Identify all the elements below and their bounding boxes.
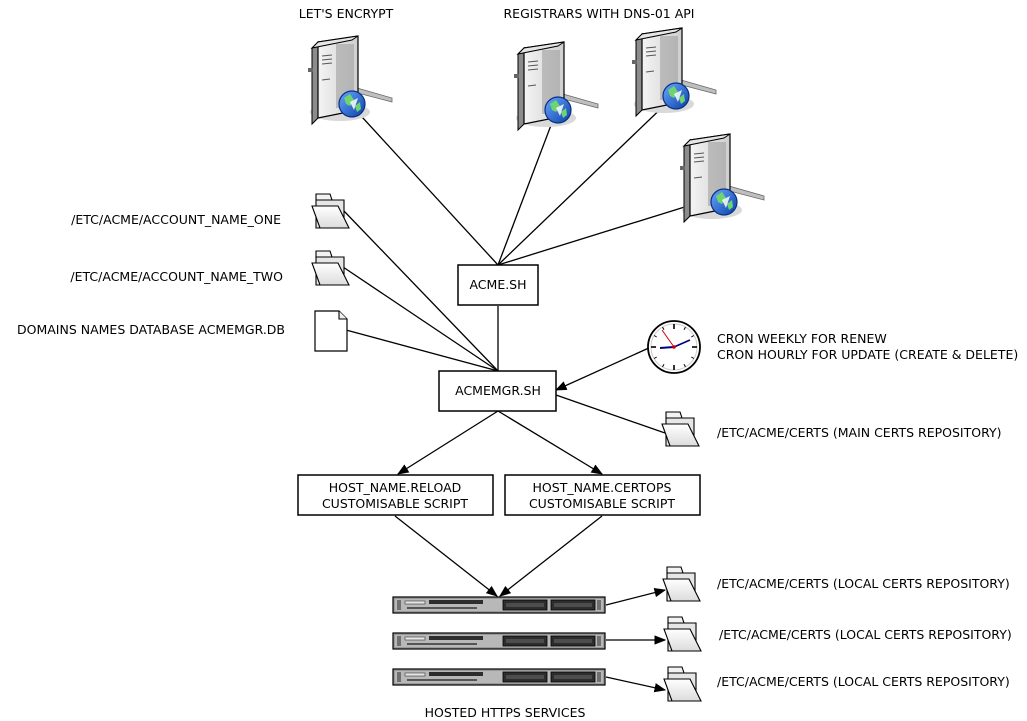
acme-sh-label: ACME.SH [469, 277, 526, 292]
acmemgr-sh-box: ACMEMGR.SH [438, 370, 557, 412]
registrars-label: REGISTRARS WITH DNS-01 API [504, 6, 695, 21]
database-document-icon [314, 310, 348, 352]
local-certs-folder-1-icon [662, 566, 701, 602]
lets-encrypt-server-icon [307, 35, 393, 125]
rack-server-1-icon [392, 596, 606, 614]
account-two-folder-icon [311, 250, 350, 286]
cron-hourly-label: CRON HOURLY FOR UPDATE (CREATE & DELETE) [717, 347, 1018, 362]
local-certs-label-3: /ETC/ACME/CERTS (LOCAL CERTS REPOSITORY) [717, 674, 1010, 689]
hosted-services-label: HOSTED HTTPS SERVICES [425, 705, 586, 720]
reload-script-subtitle: CUSTOMISABLE SCRIPT [322, 496, 468, 511]
cron-weekly-label: CRON WEEKLY FOR RENEW [717, 331, 887, 346]
acmemgr-sh-label: ACMEMGR.SH [455, 383, 541, 398]
registrar-server-1-icon [513, 41, 599, 131]
registrar-server-3-icon [679, 133, 765, 223]
domains-db-label: DOMAINS NAMES DATABASE ACMEMGR.DB [17, 322, 285, 337]
connection-lines [342, 97, 721, 693]
account-one-label: /ETC/ACME/ACCOUNT_NAME_ONE [71, 212, 281, 227]
host-certops-script-box: HOST_NAME.CERTOPS CUSTOMISABLE SCRIPT [504, 474, 701, 516]
main-certs-label: /ETC/ACME/CERTS (MAIN CERTS REPOSITORY) [717, 425, 1001, 440]
account-one-folder-icon [311, 193, 350, 229]
local-certs-label-1: /ETC/ACME/CERTS (LOCAL CERTS REPOSITORY) [717, 576, 1010, 591]
reload-script-title: HOST_NAME.RELOAD [329, 480, 462, 495]
local-certs-folder-2-icon [663, 616, 702, 652]
registrar-server-2-icon [631, 27, 717, 117]
rack-server-2-icon [392, 632, 606, 650]
certops-script-subtitle: CUSTOMISABLE SCRIPT [529, 496, 675, 511]
account-two-label: /ETC/ACME/ACCOUNT_NAME_TWO [70, 269, 283, 284]
lets-encrypt-label: LET'S ENCRYPT [299, 6, 394, 21]
clock-icon [647, 320, 701, 374]
certops-script-title: HOST_NAME.CERTOPS [533, 480, 672, 495]
host-reload-script-box: HOST_NAME.RELOAD CUSTOMISABLE SCRIPT [297, 474, 494, 516]
acme-sh-box: ACME.SH [457, 264, 539, 306]
main-certs-folder-icon [661, 411, 700, 447]
local-certs-label-2: /ETC/ACME/CERTS (LOCAL CERTS REPOSITORY) [719, 627, 1012, 642]
rack-server-3-icon [392, 668, 606, 686]
local-certs-folder-3-icon [663, 666, 702, 702]
